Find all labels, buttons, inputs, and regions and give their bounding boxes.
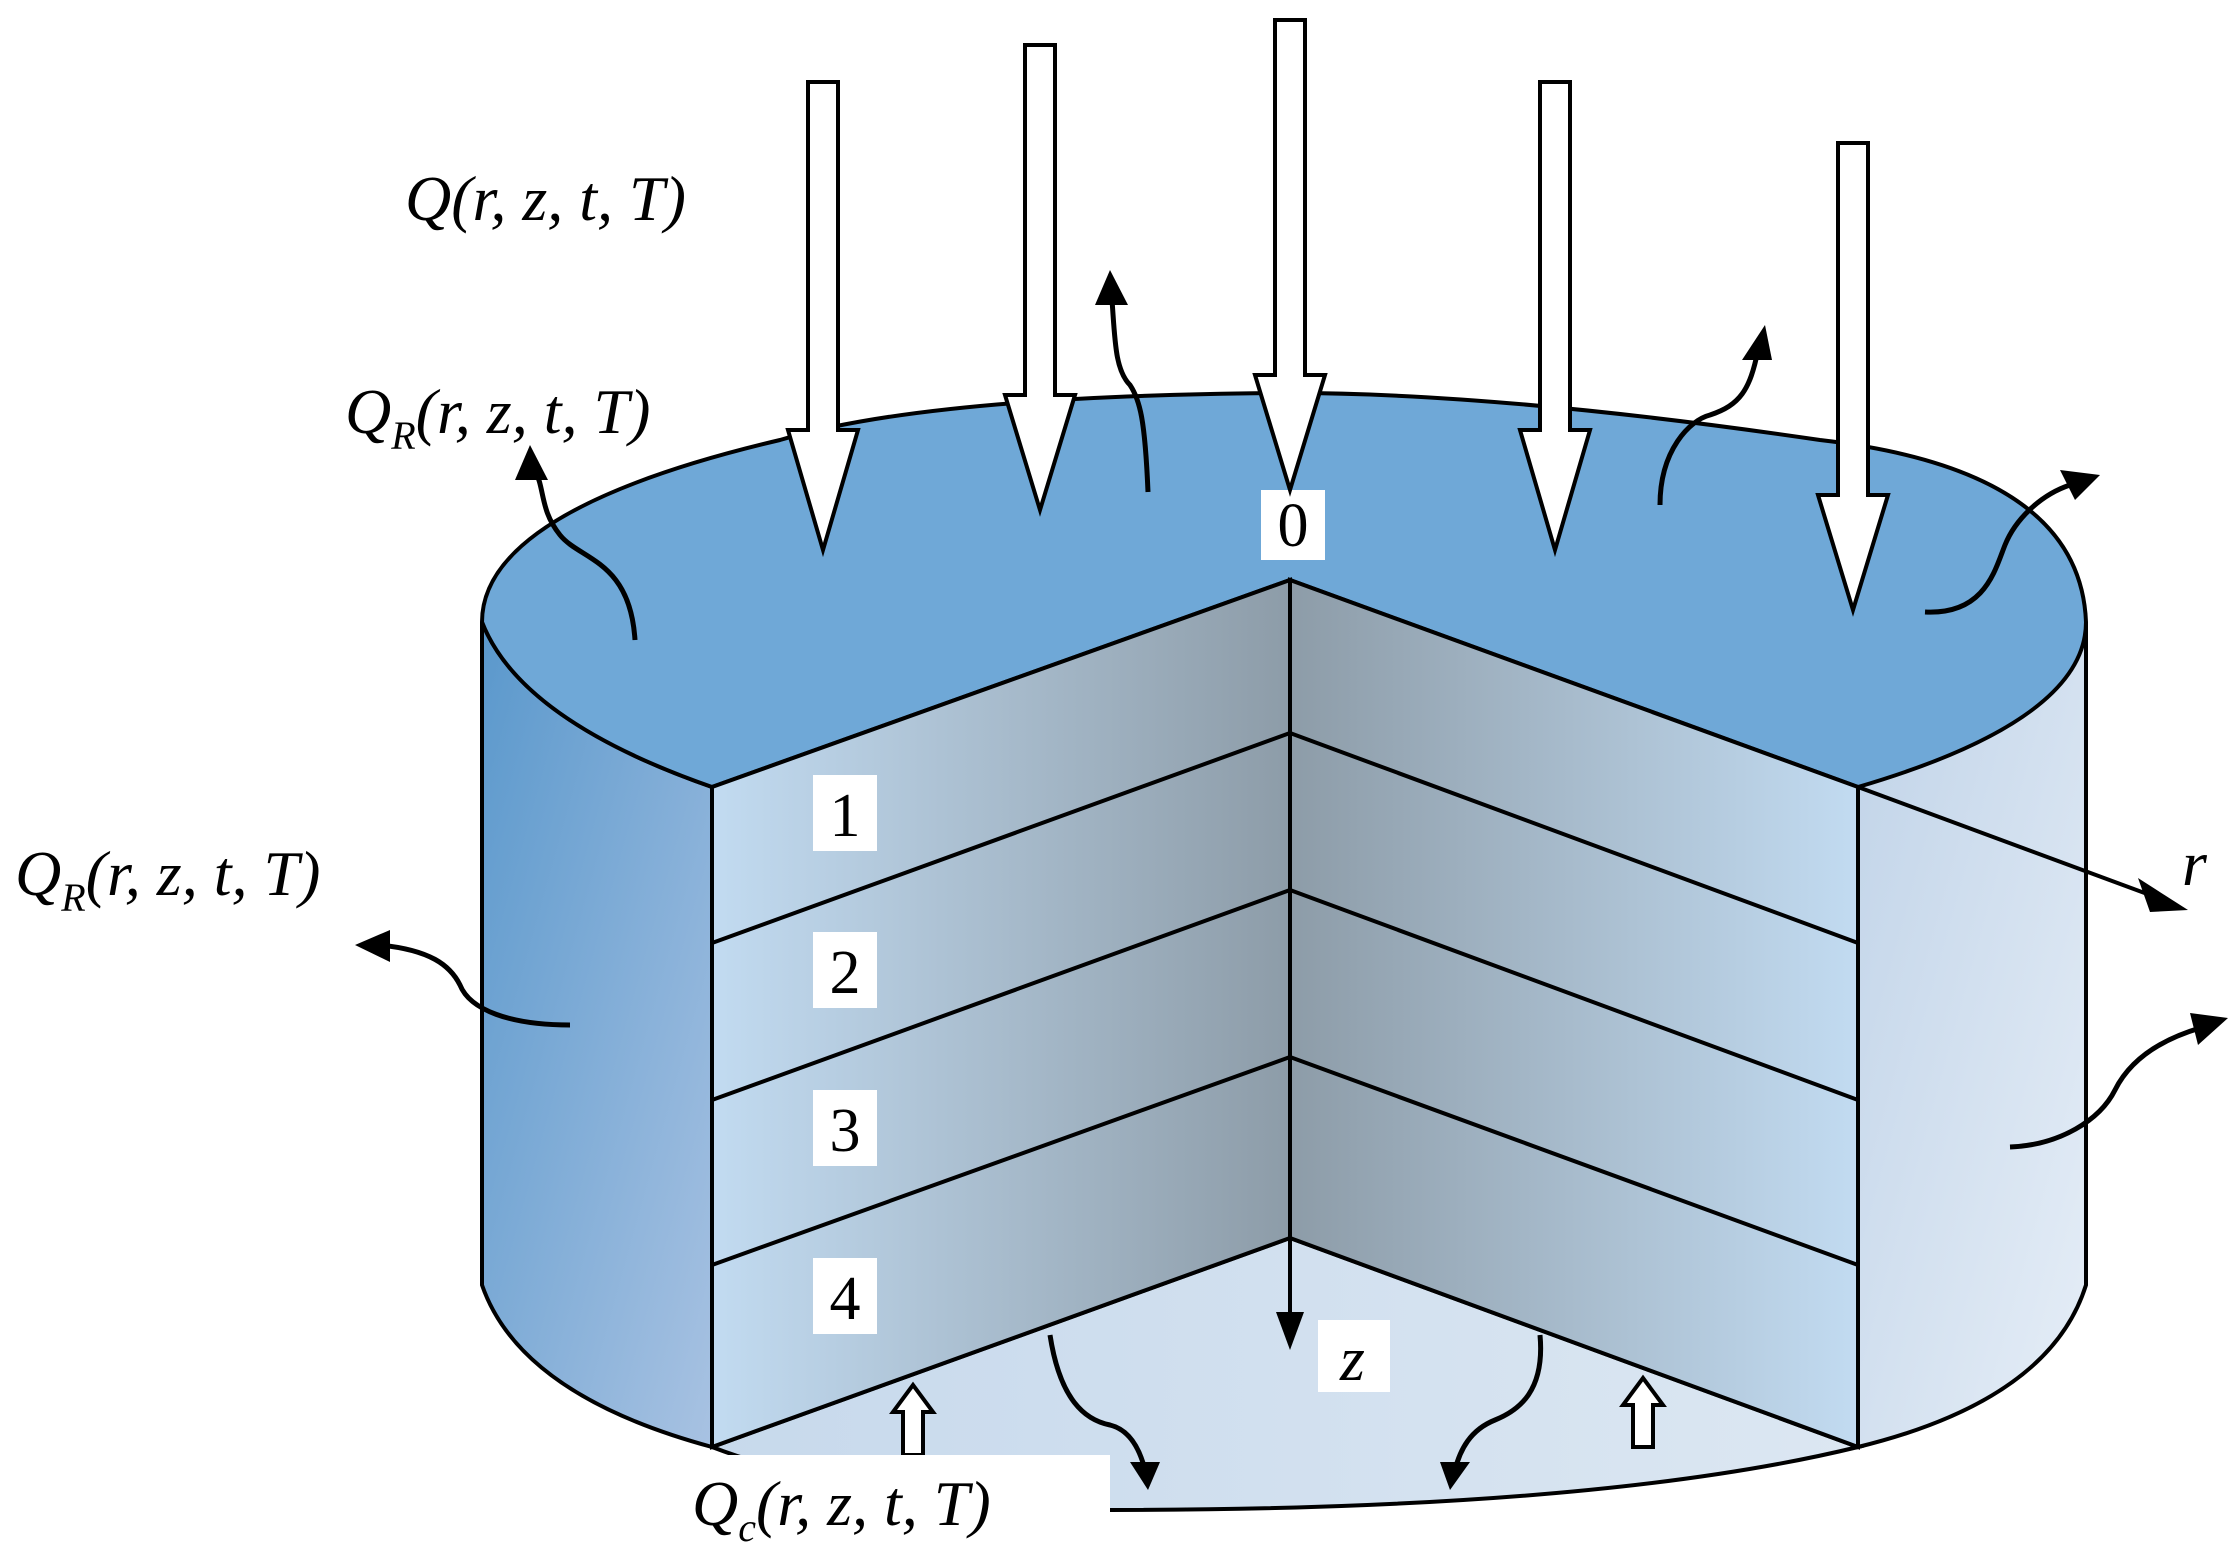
z-axis-label-bg: [1318, 1320, 1390, 1392]
arrowhead-side-right: [2190, 1013, 2228, 1045]
radiation-arrow-top-4: [1924, 482, 2071, 615]
convection-label-bg: [680, 1455, 1110, 1555]
layer-label-bg-2: [813, 932, 877, 1008]
layer-label-bg-4: [813, 1258, 877, 1334]
layer-labels: 1 2 3 4: [813, 775, 877, 1334]
layer-label-4: 4: [830, 1265, 861, 1333]
radiation-arrow-top-2: [1109, 299, 1151, 493]
radiation-flux-label-side: QR(r, z, t, T): [15, 838, 320, 920]
arrowhead-bottom-2: [1440, 1462, 1470, 1490]
radiation-arrows: [379, 299, 2201, 1471]
radiation-arrow-bottom-1: [1047, 1334, 1148, 1471]
incident-flux-label: Q(r, z, t, T): [405, 163, 686, 234]
r-axis: [1857, 785, 2188, 912]
z-axis-label: z: [1339, 1323, 1365, 1394]
incident-arrow-1: [785, 80, 861, 558]
r-axis-label: r: [2182, 828, 2208, 899]
radiation-arrow-top-3: [1657, 349, 1761, 506]
radiation-arrow-side-left: [379, 942, 571, 1028]
r-axis-arrowhead: [2138, 878, 2188, 912]
arrowhead-side-left: [355, 930, 390, 962]
z-axis-arrowhead: [1276, 1312, 1304, 1350]
layer-label-3: 3: [830, 1097, 861, 1165]
origin-label-bg: [1261, 490, 1325, 560]
incident-arrow-4: [1517, 80, 1593, 558]
layer-label-2: 2: [830, 939, 861, 1007]
origin-label: 0: [1278, 492, 1309, 560]
arrowhead-top-4: [2060, 470, 2100, 500]
radiation-arrowheads: [355, 270, 2228, 1490]
radiation-arrow-side-right: [2009, 1025, 2201, 1150]
convection-arrow-2: [1619, 1374, 1667, 1449]
arrowhead-top-3: [1742, 325, 1772, 360]
arrowhead-bottom-1: [1130, 1462, 1160, 1490]
convection-arrow-1: [889, 1381, 937, 1457]
incident-arrow-3: [1252, 18, 1328, 497]
radiation-arrow-bottom-2: [1452, 1334, 1544, 1471]
arrowhead-top-2: [1095, 270, 1128, 305]
incident-arrow-5: [1815, 141, 1891, 617]
radiation-arrow-top-1: [532, 468, 638, 641]
convection-flux-label: Qc(r, z, t, T): [692, 1468, 991, 1550]
layer-label-bg-3: [813, 1090, 877, 1166]
incident-arrow-2: [1002, 43, 1078, 517]
arrowhead-top-1: [515, 445, 548, 480]
z-axis: [1276, 580, 1304, 1350]
convection-arrows: [889, 1374, 1667, 1457]
layer-label-1: 1: [830, 782, 861, 850]
incident-heat-arrows: [785, 18, 1891, 617]
radiation-flux-label-top: QR(r, z, t, T): [345, 376, 650, 458]
layer-label-bg-1: [813, 775, 877, 851]
